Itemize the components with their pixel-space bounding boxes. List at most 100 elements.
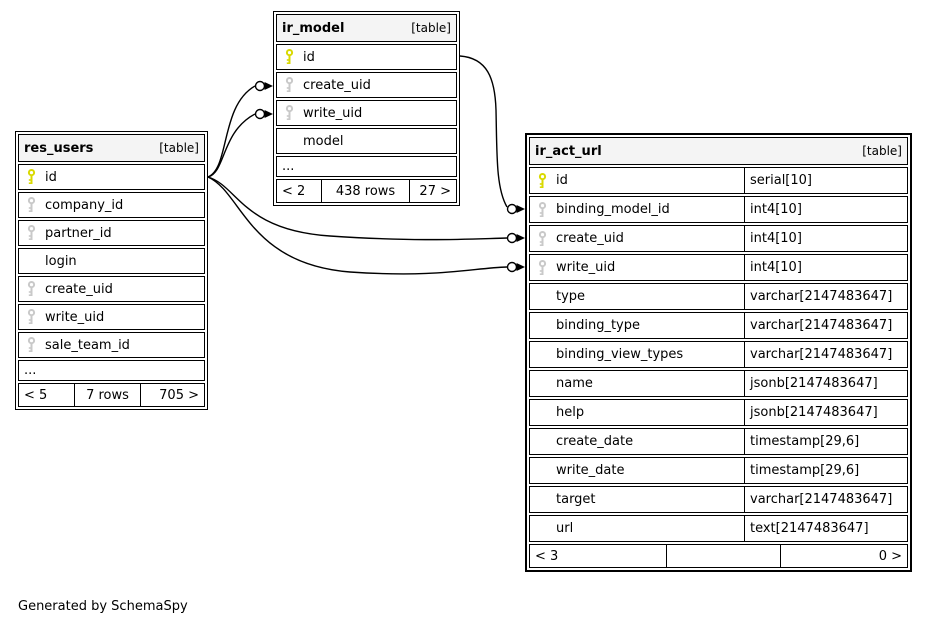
column-row: create_uid [18, 276, 205, 302]
column-type: int4[10] [750, 202, 802, 217]
table-tag: [table] [159, 141, 199, 155]
column-name: id [45, 169, 57, 185]
foreign-key-icon [537, 201, 548, 218]
column-name: binding_model_id [556, 202, 670, 217]
relationship-line [207, 85, 256, 178]
column-type: jsonb[2147483647] [750, 376, 878, 391]
column-name: type [556, 289, 586, 304]
column-row: id [18, 164, 205, 190]
more-columns-row: ... [276, 156, 457, 177]
column-type: timestamp[29,6] [750, 434, 860, 449]
column-row: write_uid [276, 100, 457, 126]
table-header: res_users [table] [18, 134, 205, 162]
table-tag: [table] [411, 21, 451, 35]
primary-key-icon [284, 49, 295, 65]
out-degree-count: 705 > [140, 384, 204, 406]
column-row: type varchar[2147483647] [529, 283, 908, 310]
column-name: write_uid [556, 260, 616, 275]
foreign-key-icon [26, 281, 37, 297]
column-name: name [556, 376, 593, 391]
in-degree-count: < 3 [535, 548, 559, 564]
table-footer: < 3 0 > [529, 544, 908, 568]
column-name: login [45, 253, 77, 269]
table-title: ir_model [282, 20, 345, 36]
foreign-key-icon [284, 77, 295, 93]
column-type: varchar[2147483647] [750, 492, 893, 507]
table-header: ir_act_url [table] [529, 137, 908, 165]
column-type: jsonb[2147483647] [750, 405, 878, 420]
column-row: help jsonb[2147483647] [529, 399, 908, 426]
column-row: create_date timestamp[29,6] [529, 428, 908, 455]
out-degree-count: 0 > [780, 545, 907, 567]
table-node-ir-model[interactable]: ir_model [table] id create_uid write_uid… [273, 11, 460, 206]
column-name: binding_view_types [556, 347, 684, 362]
foreign-key-icon [26, 309, 37, 325]
more-columns-row: ... [18, 360, 205, 381]
column-name: help [556, 405, 585, 420]
row-count: 438 rows [321, 180, 409, 202]
foreign-key-icon [26, 337, 37, 353]
column-row: partner_id [18, 220, 205, 246]
column-row: binding_type varchar[2147483647] [529, 312, 908, 339]
column-name: company_id [45, 197, 124, 213]
column-type: varchar[2147483647] [750, 289, 893, 304]
table-footer: < 2 438 rows 27 > [276, 179, 457, 203]
column-row: write_uid [18, 304, 205, 330]
foreign-key-icon [284, 105, 295, 121]
foreign-key-icon [26, 197, 37, 213]
column-row: binding_view_types varchar[2147483647] [529, 341, 908, 368]
column-row: create_uid int4[10] [529, 225, 908, 252]
column-row: target varchar[2147483647] [529, 486, 908, 513]
column-row: sale_team_id [18, 332, 205, 358]
in-degree-count: < 5 [24, 387, 48, 403]
ellipsis-label: ... [24, 363, 37, 378]
foreign-key-icon [26, 225, 37, 241]
column-name: partner_id [45, 225, 112, 241]
table-title: res_users [24, 140, 94, 156]
column-name: binding_type [556, 318, 640, 333]
relationship-line [459, 55, 508, 208]
in-degree-count: < 2 [282, 183, 306, 199]
column-type: varchar[2147483647] [750, 318, 893, 333]
column-type: timestamp[29,6] [750, 463, 860, 478]
generated-by-note: Generated by SchemaSpy [18, 599, 188, 614]
primary-key-icon [26, 169, 37, 185]
row-count [666, 545, 780, 567]
column-type: varchar[2147483647] [750, 347, 893, 362]
column-row: id serial[10] [529, 167, 908, 194]
row-count: 7 rows [74, 384, 140, 406]
column-row: login [18, 248, 205, 274]
column-name: model [303, 133, 344, 149]
column-name: id [303, 49, 315, 65]
foreign-key-icon [537, 230, 548, 247]
column-row: write_uid int4[10] [529, 254, 908, 281]
table-header: ir_model [table] [276, 14, 457, 42]
column-row: url text[2147483647] [529, 515, 908, 542]
table-node-res-users[interactable]: res_users [table] id company_id partner_… [15, 131, 208, 410]
column-name: id [556, 173, 568, 188]
column-name: create_date [556, 434, 634, 449]
column-row: write_date timestamp[29,6] [529, 457, 908, 484]
primary-key-icon [537, 172, 548, 189]
column-type: text[2147483647] [750, 521, 869, 536]
column-name: target [556, 492, 596, 507]
ellipsis-label: ... [282, 159, 295, 174]
column-row: model [276, 128, 457, 154]
table-footer: < 5 7 rows 705 > [18, 383, 205, 407]
column-row: id [276, 44, 457, 70]
column-row: binding_model_id int4[10] [529, 196, 908, 223]
table-node-ir-act-url[interactable]: ir_act_url [table] id serial[10] binding… [525, 133, 912, 572]
column-type: serial[10] [750, 173, 812, 188]
table-title: ir_act_url [535, 143, 602, 159]
column-name: create_uid [303, 77, 371, 93]
column-name: sale_team_id [45, 337, 130, 353]
column-type: int4[10] [750, 260, 802, 275]
column-row: company_id [18, 192, 205, 218]
out-degree-count: 27 > [409, 180, 456, 202]
column-name: create_uid [45, 281, 113, 297]
column-name: create_uid [556, 231, 624, 246]
foreign-key-icon [537, 259, 548, 276]
column-type: int4[10] [750, 231, 802, 246]
column-name: url [556, 521, 574, 536]
